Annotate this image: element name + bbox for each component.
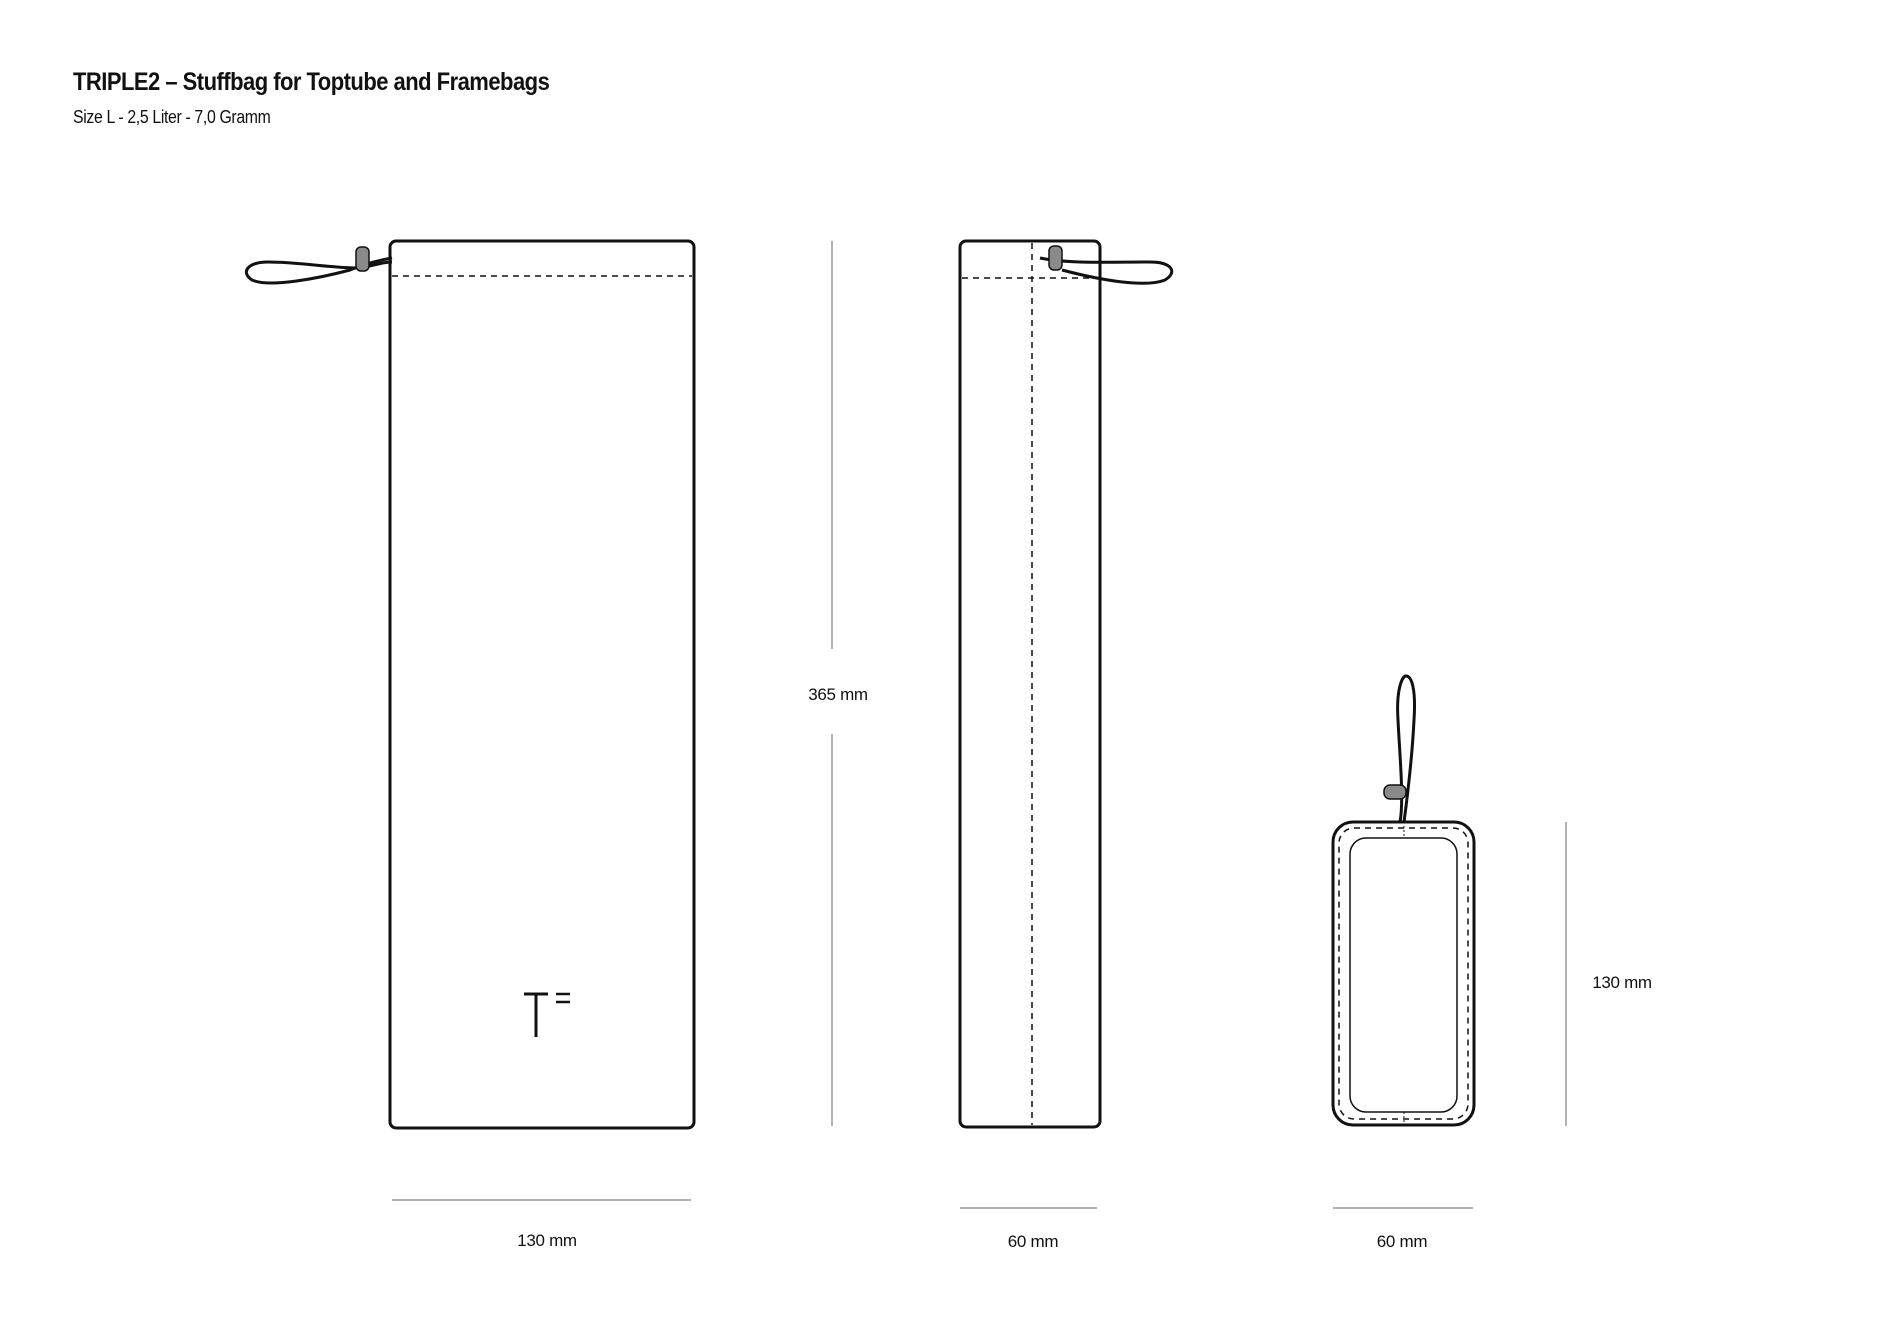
drawcord-loop [245,256,393,285]
bottom-view-bag [1331,674,1476,1127]
cord-lock-icon [1383,784,1407,800]
width-label-front: 130 mm [517,1231,577,1250]
page-subtitle: Size L - 2,5 Liter - 7,0 Gramm [73,107,271,127]
side-view-bag [958,239,1174,1129]
dimension-height-bottom: 130 mm [1565,822,1652,1126]
cord-lock-icon [1048,245,1063,271]
cord-lock-icon [355,246,370,272]
dimension-width-front: 130 mm [392,1199,691,1250]
brand-logo [524,992,570,1037]
page-title: TRIPLE2 – Stuffbag for Toptube and Frame… [73,68,550,96]
width-label-side: 60 mm [1008,1232,1059,1251]
height-label-bottom: 130 mm [1592,973,1652,992]
dimension-width-side: 60 mm [960,1207,1097,1251]
front-view-bag [245,239,696,1130]
width-label-bottom: 60 mm [1377,1232,1428,1251]
drawcord-loop [1039,256,1174,285]
height-label-front: 365 mm [808,685,868,704]
dimension-width-bottom: 60 mm [1333,1207,1473,1251]
drawcord-loop [1396,674,1416,823]
dimension-height-front: 365 mm [808,241,868,1126]
